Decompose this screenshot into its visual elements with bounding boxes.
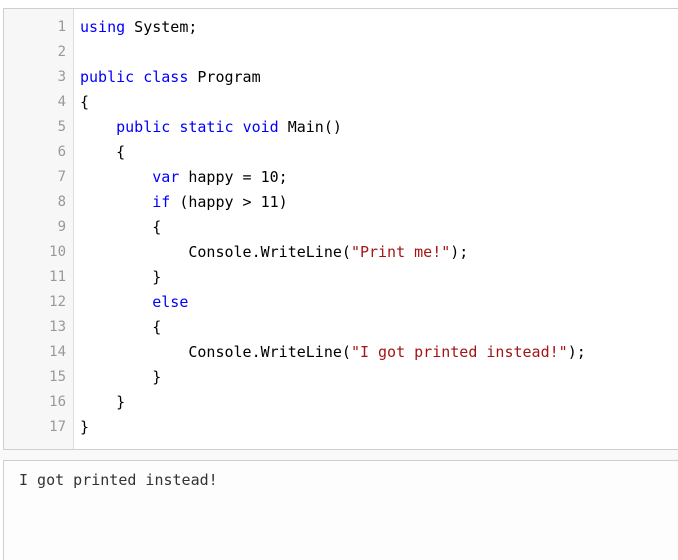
keyword-token: public xyxy=(80,68,135,86)
code-line[interactable]: 4{ xyxy=(4,90,678,115)
line-number: 9 xyxy=(57,219,66,235)
line-code: Console.WriteLine("Print me!"); xyxy=(80,240,468,265)
line-number: 2 xyxy=(57,44,66,60)
line-code: { xyxy=(80,140,125,165)
code-line[interactable]: 8 if (happy > 11) xyxy=(4,190,678,215)
code-token: { xyxy=(80,318,162,336)
code-token: { xyxy=(80,218,162,236)
code-token xyxy=(170,118,179,136)
code-token: Console.WriteLine( xyxy=(80,243,351,261)
line-number: 10 xyxy=(49,244,66,260)
keyword-token: static xyxy=(179,118,234,136)
line-number: 5 xyxy=(57,119,66,135)
keyword-token: class xyxy=(143,68,189,86)
line-code: public static void Main() xyxy=(80,115,342,140)
keyword-token: public xyxy=(116,118,171,136)
code-token: System; xyxy=(125,18,198,36)
code-line[interactable]: 11 } xyxy=(4,265,678,290)
code-token: { xyxy=(80,143,126,161)
code-line[interactable]: 2 xyxy=(4,40,678,65)
line-code: using System; xyxy=(80,15,197,40)
line-code: Console.WriteLine("I got printed instead… xyxy=(80,340,586,365)
code-token: ); xyxy=(450,243,469,261)
line-code: } xyxy=(80,415,89,440)
line-number: 13 xyxy=(49,319,66,335)
code-line[interactable]: 15 } xyxy=(4,365,678,390)
code-token: } xyxy=(80,268,162,286)
code-token xyxy=(80,293,152,311)
keyword-token: if xyxy=(152,193,171,211)
keyword-token: var xyxy=(152,168,180,186)
line-number: 11 xyxy=(49,269,66,285)
code-token xyxy=(134,68,143,86)
code-line[interactable]: 12 else xyxy=(4,290,678,315)
line-number: 7 xyxy=(57,169,66,185)
code-token: { xyxy=(80,93,90,111)
code-token xyxy=(80,193,152,211)
code-line[interactable]: 9 { xyxy=(4,215,678,240)
code-token: ); xyxy=(567,343,586,361)
code-line[interactable]: 3 public class Program xyxy=(4,65,678,90)
line-number-gutter xyxy=(4,9,74,449)
code-line[interactable]: 6 { xyxy=(4,140,678,165)
line-number: 15 xyxy=(49,369,66,385)
string-token: "Print me!" xyxy=(350,243,451,261)
code-line[interactable]: 5 public static void Main() xyxy=(4,115,678,140)
line-number: 14 xyxy=(49,344,66,360)
code-token: happy = 10; xyxy=(179,168,288,186)
line-number: 6 xyxy=(57,144,66,160)
code-token: Main() xyxy=(278,118,342,136)
code-token: } xyxy=(80,368,162,386)
code-token xyxy=(80,118,116,136)
line-number: 4 xyxy=(57,94,66,110)
line-number: 12 xyxy=(49,294,66,310)
line-code: } xyxy=(80,265,161,290)
code-token: } xyxy=(80,393,126,411)
code-token xyxy=(80,168,152,186)
code-line[interactable]: 1 using System; xyxy=(4,15,678,40)
line-number: 3 xyxy=(57,69,66,85)
line-number: 16 xyxy=(49,394,66,410)
code-line[interactable]: 16 } xyxy=(4,390,678,415)
line-code: else xyxy=(80,290,188,315)
panel-divider xyxy=(0,450,678,460)
code-line[interactable]: 13 { xyxy=(4,315,678,340)
keyword-token: else xyxy=(152,293,189,311)
line-code: if (happy > 11) xyxy=(80,190,288,215)
line-code: public class Program xyxy=(80,65,261,90)
keyword-token: using xyxy=(80,18,126,36)
line-code: { xyxy=(80,90,89,115)
code-token xyxy=(234,118,243,136)
output-panel: I got printed instead! xyxy=(3,460,678,560)
code-line[interactable]: 7 var happy = 10; xyxy=(4,165,678,190)
line-number: 1 xyxy=(57,19,66,35)
code-token: (happy > 11) xyxy=(170,193,288,211)
line-number: 8 xyxy=(57,194,66,210)
keyword-token: void xyxy=(242,118,279,136)
line-code: } xyxy=(80,365,161,390)
code-token: Program xyxy=(188,68,261,86)
string-token: "I got printed instead!" xyxy=(350,343,568,361)
line-code: { xyxy=(80,215,161,240)
output-text: I got printed instead! xyxy=(19,471,218,489)
line-number: 17 xyxy=(49,419,66,435)
line-code: { xyxy=(80,315,161,340)
code-token: Console.WriteLine( xyxy=(80,343,351,361)
line-code: } xyxy=(80,390,125,415)
code-line[interactable]: 14 Console.WriteLine("I got printed inst… xyxy=(4,340,678,365)
code-line[interactable]: 10 Console.WriteLine("Print me!"); xyxy=(4,240,678,265)
code-line[interactable]: 17} xyxy=(4,415,678,440)
line-code: var happy = 10; xyxy=(80,165,288,190)
code-token: } xyxy=(80,418,90,436)
